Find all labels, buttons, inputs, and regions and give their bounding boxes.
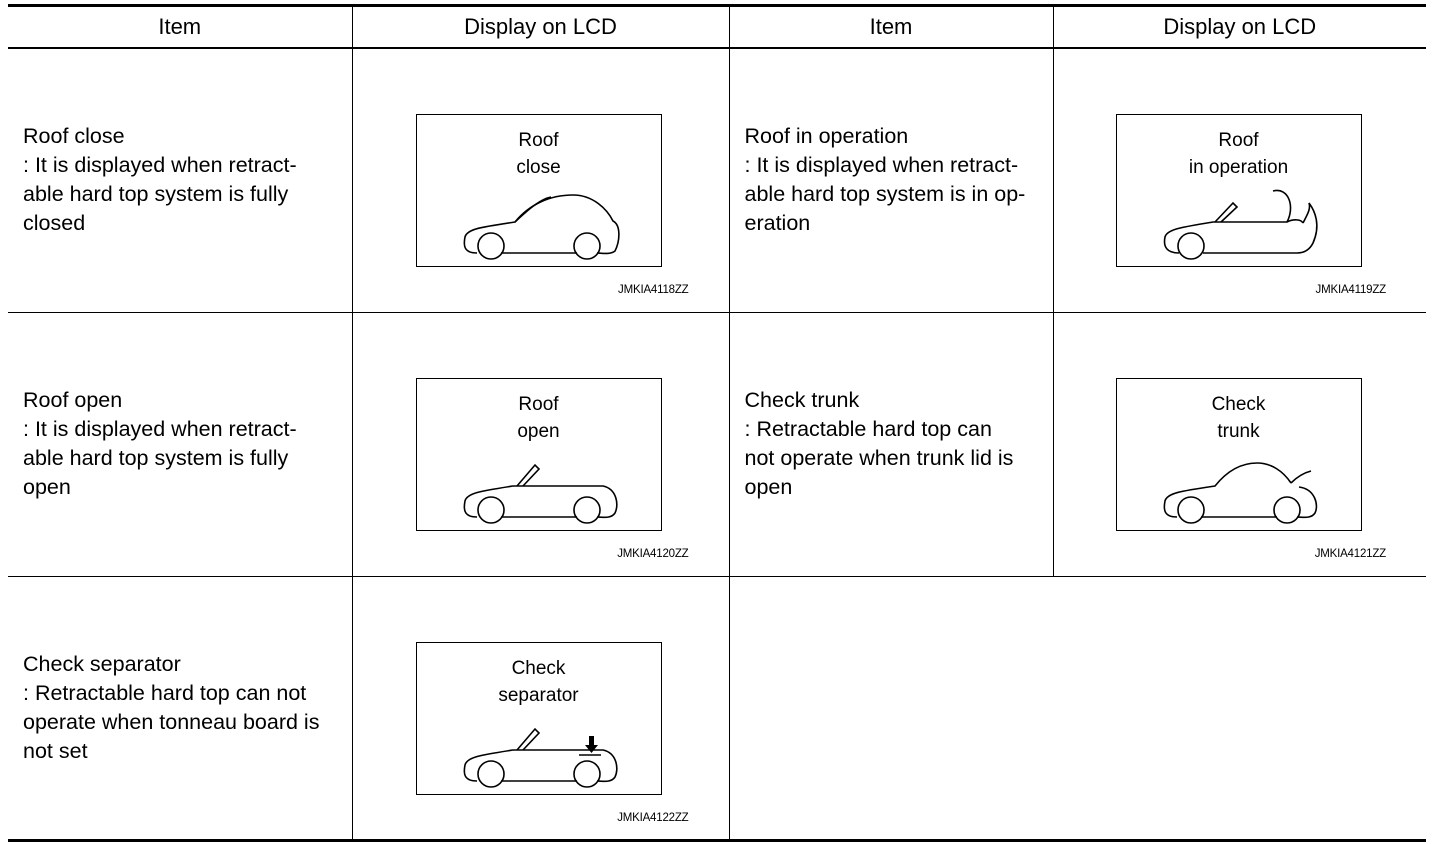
figure-code: JMKIA4120ZZ bbox=[617, 547, 689, 560]
lcd-display: Check trunk bbox=[1115, 377, 1362, 531]
header-display-on-lcd: Display on LCD bbox=[1052, 5, 1426, 49]
header-item: Item bbox=[728, 5, 1054, 49]
lcd-cell: Check separator JMKIA bbox=[351, 575, 730, 841]
lcd-text: Roof close bbox=[516, 130, 561, 178]
table-row: Roof open : It is displayed when retract… bbox=[8, 311, 1426, 577]
item-description: Check trunk : Retractable hard top can n… bbox=[744, 388, 1014, 499]
figure-code: JMKIA4119ZZ bbox=[1315, 284, 1387, 296]
lcd-text: Check trunk bbox=[1211, 393, 1266, 442]
car-check-trunk-icon bbox=[1163, 461, 1317, 524]
lcd-cell: Roof in operation JMKIA4119ZZ bbox=[1052, 47, 1426, 313]
item-cell: Roof in operation : It is displayed when… bbox=[728, 47, 1054, 313]
lcd-display: Roof close bbox=[415, 114, 662, 267]
figure-code: JMKIA4121ZZ bbox=[1314, 547, 1387, 560]
item-cell: Roof open : It is displayed when retract… bbox=[8, 311, 353, 577]
lcd-display: Roof in operation bbox=[1115, 114, 1362, 267]
lcd-display: Check separator bbox=[415, 641, 662, 795]
item-cell: Check trunk : Retractable hard top can n… bbox=[728, 311, 1054, 577]
lcd-text: Roof open bbox=[517, 393, 560, 442]
item-description: Roof open : It is displayed when retract… bbox=[23, 388, 297, 499]
lcd-cell: Check trunk JMKIA4121ZZ bbox=[1052, 311, 1426, 577]
item-description: Check separator : Retractable hard top c… bbox=[23, 651, 320, 763]
table-row: Roof close : It is displayed when retrac… bbox=[8, 47, 1426, 313]
table-row: Check separator : Retractable hard top c… bbox=[8, 575, 1426, 841]
figure-code: JMKIA4118ZZ bbox=[618, 284, 689, 296]
item-cell: Roof close : It is displayed when retrac… bbox=[8, 47, 353, 313]
lcd-text: Roof in operation bbox=[1188, 130, 1289, 178]
car-roof-open-icon bbox=[463, 463, 618, 524]
header-item: Item bbox=[8, 5, 353, 49]
lcd-display: Roof open bbox=[415, 377, 662, 531]
item-description: Roof close : It is displayed when retrac… bbox=[23, 124, 297, 236]
lcd-display-table: Item Display on LCD Item Display on LCD … bbox=[8, 4, 1426, 842]
car-check-separator-icon bbox=[463, 727, 618, 788]
lcd-cell: Roof open JMKIA4120ZZ bbox=[351, 311, 730, 577]
item-description: Roof in operation : It is displayed when… bbox=[744, 124, 1026, 236]
figure-code: JMKIA4122ZZ bbox=[617, 811, 689, 824]
table-header-row: Item Display on LCD Item Display on LCD bbox=[8, 5, 1426, 49]
lcd-text: Check separator bbox=[498, 657, 579, 706]
item-cell: Check separator : Retractable hard top c… bbox=[8, 575, 353, 841]
lcd-cell: Roof close JMKIA4118ZZ bbox=[351, 47, 730, 313]
car-roof-closed-icon bbox=[463, 194, 620, 260]
car-roof-in-operation-icon bbox=[1163, 189, 1318, 260]
empty-cell bbox=[728, 575, 1426, 840]
header-display-on-lcd: Display on LCD bbox=[351, 5, 730, 49]
